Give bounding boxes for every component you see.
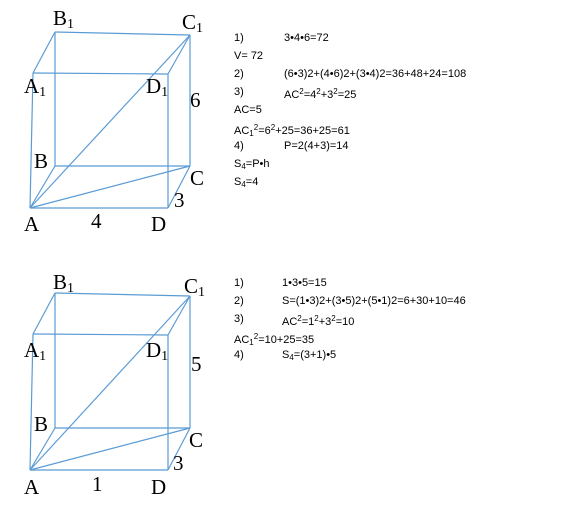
solution-line: AC=5 bbox=[234, 104, 262, 116]
label-a1: A1 bbox=[24, 74, 47, 100]
label-a: A bbox=[24, 475, 40, 499]
diagonal-ac1 bbox=[29, 34, 191, 209]
length-cc1: 6 bbox=[190, 88, 201, 112]
label-d1: D1 bbox=[146, 338, 169, 364]
solution-line: 4)S4=(3+1)•5 bbox=[234, 349, 337, 362]
figure-2-box: B1 C1 A1 D1 5 B C 3 A 1 D bbox=[0, 260, 230, 510]
solution-line: 2)S=(1•3)2+(3•5)2+(5•1)2=6+30+10=46 bbox=[234, 295, 466, 307]
solution-line: 3)AC2=12+32=10 bbox=[234, 313, 355, 328]
solution-line: 4)P=2(4+3)=14 bbox=[234, 140, 349, 152]
edge-a1a bbox=[29, 333, 34, 471]
solution-line: AC12=10+25=35 bbox=[234, 332, 315, 347]
label-c: C bbox=[189, 428, 204, 452]
solution-1: 1)3•4•6=72 V= 72 2)(6•3)2+(4•6)2+(3•4)2=… bbox=[234, 29, 467, 191]
solution-line: V= 72 bbox=[234, 50, 264, 62]
solution-line: 1)1•3•5=15 bbox=[234, 277, 327, 289]
length-ad: 4 bbox=[91, 209, 102, 233]
edge-ab bbox=[29, 427, 56, 471]
label-c: C bbox=[190, 166, 205, 190]
solution-line: S4=4 bbox=[234, 176, 259, 189]
label-d: D bbox=[151, 475, 167, 499]
label-a: A bbox=[24, 212, 40, 236]
label-b: B bbox=[34, 149, 49, 173]
figure-1-box: B1 C1 A1 D1 6 B C 3 A 4 D bbox=[0, 0, 230, 250]
edge-a1a bbox=[29, 72, 34, 209]
length-ad: 1 bbox=[92, 472, 103, 496]
diagonal-ac1 bbox=[29, 295, 191, 471]
edge-dc bbox=[167, 427, 191, 471]
label-c1: C1 bbox=[182, 10, 204, 36]
edge-c1d1 bbox=[167, 34, 191, 75]
label-d: D bbox=[151, 212, 167, 236]
figure-2-diagram bbox=[29, 292, 191, 471]
diagonal-ac bbox=[29, 165, 191, 209]
length-dc: 3 bbox=[174, 188, 185, 212]
solution-2: 1)1•3•5=15 2)S=(1•3)2+(3•5)2+(5•1)2=6+30… bbox=[234, 274, 466, 364]
label-d1: D1 bbox=[146, 74, 169, 100]
solution-line: 2)(6•3)2+(4•6)2+(3•4)2=36+48+24=108 bbox=[234, 68, 467, 80]
edge-c1d1 bbox=[167, 295, 191, 336]
solution-line: 1)3•4•6=72 bbox=[234, 32, 329, 44]
solution-line: 3)AC2=42+32=25 bbox=[234, 86, 357, 101]
edge-dc bbox=[167, 165, 191, 209]
solution-line: S4=P•h bbox=[234, 158, 270, 171]
length-cc1: 5 bbox=[191, 352, 202, 376]
edge-ab bbox=[29, 165, 56, 209]
label-b1: B1 bbox=[53, 270, 75, 296]
figure-1-diagram bbox=[29, 31, 191, 209]
label-b1: B1 bbox=[53, 6, 75, 32]
edge-b1a1 bbox=[32, 31, 56, 74]
diagonal-ac bbox=[29, 427, 191, 471]
label-b: B bbox=[34, 412, 49, 436]
edge-b1c1 bbox=[54, 31, 191, 36]
edge-a1d1 bbox=[32, 333, 169, 336]
length-dc: 3 bbox=[173, 451, 184, 475]
solution-line: AC12=62+25=36+25=61 bbox=[234, 123, 350, 138]
label-c1: C1 bbox=[184, 274, 206, 300]
edge-b1a1 bbox=[32, 292, 56, 335]
edge-b1c1 bbox=[54, 292, 191, 297]
label-a1: A1 bbox=[24, 338, 47, 364]
